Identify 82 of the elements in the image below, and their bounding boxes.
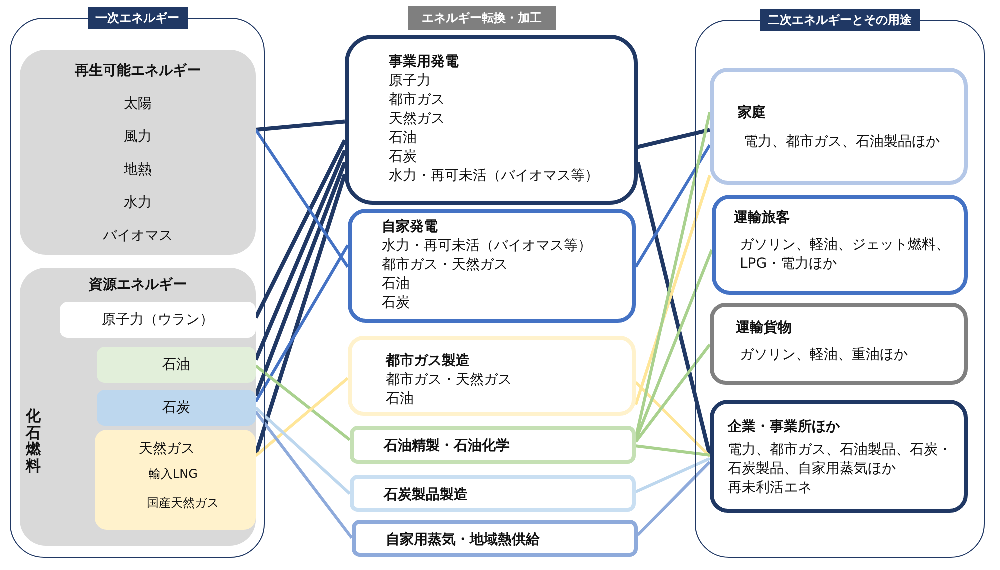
process-box [350, 475, 636, 512]
panel-heading: 二次エネルギーとその用途 [760, 9, 920, 31]
connector-line [254, 411, 354, 540]
connector-line [634, 381, 712, 458]
source-box [95, 430, 256, 530]
source-name: 風力 [124, 128, 152, 147]
panel-heading: 一次エネルギー [88, 7, 188, 29]
group-label: 化石燃料 [26, 408, 41, 474]
source-name: 石炭 [162, 398, 190, 418]
box-item: 都市ガス [389, 91, 446, 110]
box-heading: 運輸旅客 [734, 209, 791, 228]
connector-line [634, 344, 712, 443]
section-header [408, 6, 556, 30]
category-box [20, 268, 256, 546]
connector-line [255, 377, 349, 458]
box-item: 石油 [389, 129, 418, 148]
box-heading: 都市ガス製造 [386, 352, 471, 371]
box-heading: 運輸貨物 [736, 319, 793, 338]
connector-line [638, 128, 710, 150]
source-box [60, 302, 256, 338]
usage-box [710, 400, 968, 513]
box-item: ガソリン、軽油、重油ほか [740, 346, 909, 365]
connector-line [634, 249, 714, 441]
box-heading: 企業・事業所ほか [728, 418, 841, 437]
category-heading: 資源エネルギー [89, 276, 187, 295]
box-heading: 家庭 [738, 104, 767, 123]
box-item: 再未利活エネ [728, 479, 813, 498]
box-heading: 石炭製品製造 [384, 486, 469, 505]
connector-line [636, 444, 710, 457]
connector-line [254, 406, 352, 495]
process-box [350, 426, 636, 464]
sub-source: 国産天然ガス [147, 495, 220, 512]
box-item: ガソリン、軽油、ジェット燃料、LPG・電力ほか [740, 236, 951, 274]
category-heading: 再生可能エネルギー [75, 62, 201, 81]
connector-line [255, 364, 351, 442]
connector-line [636, 461, 712, 536]
connector-line [254, 162, 347, 397]
connector-line [254, 129, 350, 268]
usage-box [712, 195, 968, 295]
connector-line [254, 150, 347, 361]
box-item: 電力、都市ガス、石油製品、石炭・石炭製品、自家用蒸気ほか [728, 441, 953, 479]
box-item: 石油 [382, 275, 411, 294]
source-box [97, 347, 256, 383]
box-item: 都市ガス・天然ガス [382, 256, 509, 275]
connector-line [256, 120, 346, 132]
source-name: 石油 [162, 356, 190, 374]
usage-box [710, 68, 968, 185]
source-name: 水力 [124, 194, 152, 213]
source-name: 太陽 [124, 95, 152, 114]
box-heading: 事業用発電 [389, 53, 460, 72]
usage-box [710, 303, 968, 385]
process-box [345, 35, 638, 205]
process-box [348, 336, 636, 416]
box-heading: 自家発電 [382, 218, 439, 237]
box-item: 水力・再可未活（バイオマス等） [382, 237, 593, 256]
section-heading: エネルギー転換・加工 [422, 10, 542, 26]
sub-source: 輸入LNG [149, 466, 199, 483]
source-name: 地熱 [124, 161, 152, 180]
source-name: 原子力（ウラン） [102, 310, 214, 330]
source-name: 天然ガス [139, 440, 196, 459]
box-item: 石炭 [389, 148, 418, 167]
connector-line [634, 144, 712, 268]
connector-line [254, 174, 347, 456]
connector-line [635, 457, 711, 494]
source-box [97, 390, 256, 426]
box-item: 原子力 [389, 72, 432, 91]
box-item: 電力、都市ガス、石油製品ほか [744, 133, 941, 152]
box-item: 石油 [386, 390, 415, 409]
box-item: 都市ガス・天然ガス [386, 371, 513, 390]
connector-line [634, 175, 712, 406]
box-heading: 自家用蒸気・地域熱供給 [386, 531, 541, 550]
source-name: バイオマス [103, 227, 173, 246]
process-box [352, 520, 638, 557]
category-box [20, 50, 256, 255]
process-box [348, 209, 636, 323]
box-item: 天然ガス [389, 110, 446, 129]
box-item: 石炭 [382, 294, 411, 313]
connector-line [636, 162, 712, 456]
box-item: 水力・再可未活（バイオマス等） [389, 167, 600, 186]
connector-line [254, 244, 350, 403]
connector-line [254, 140, 347, 319]
box-heading: 石油精製・石油化学 [384, 437, 511, 456]
